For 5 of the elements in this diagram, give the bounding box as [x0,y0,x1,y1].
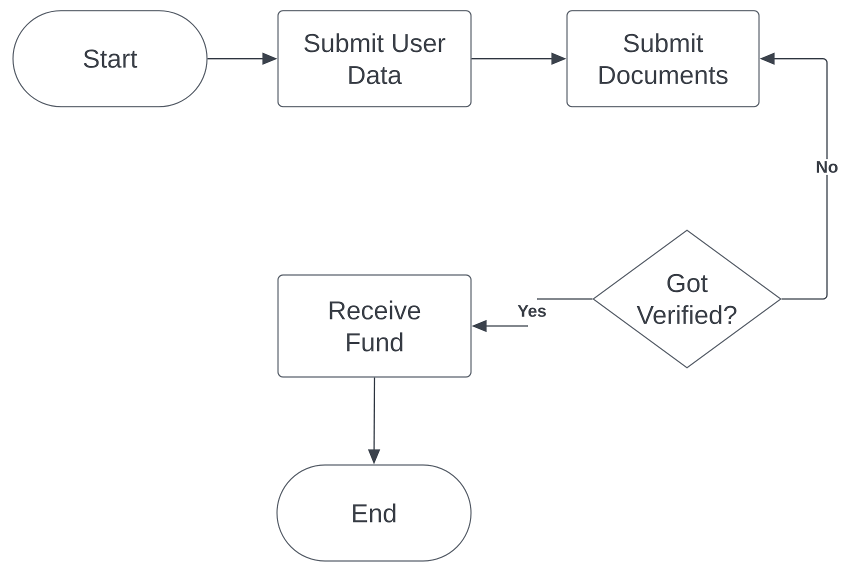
edge-label: Yes [515,303,549,319]
edge-label: No [814,159,840,175]
process-box: Submit Documents [566,10,760,108]
process-box: Submit User Data [277,10,472,108]
process-box: Receive Fund [277,274,472,378]
